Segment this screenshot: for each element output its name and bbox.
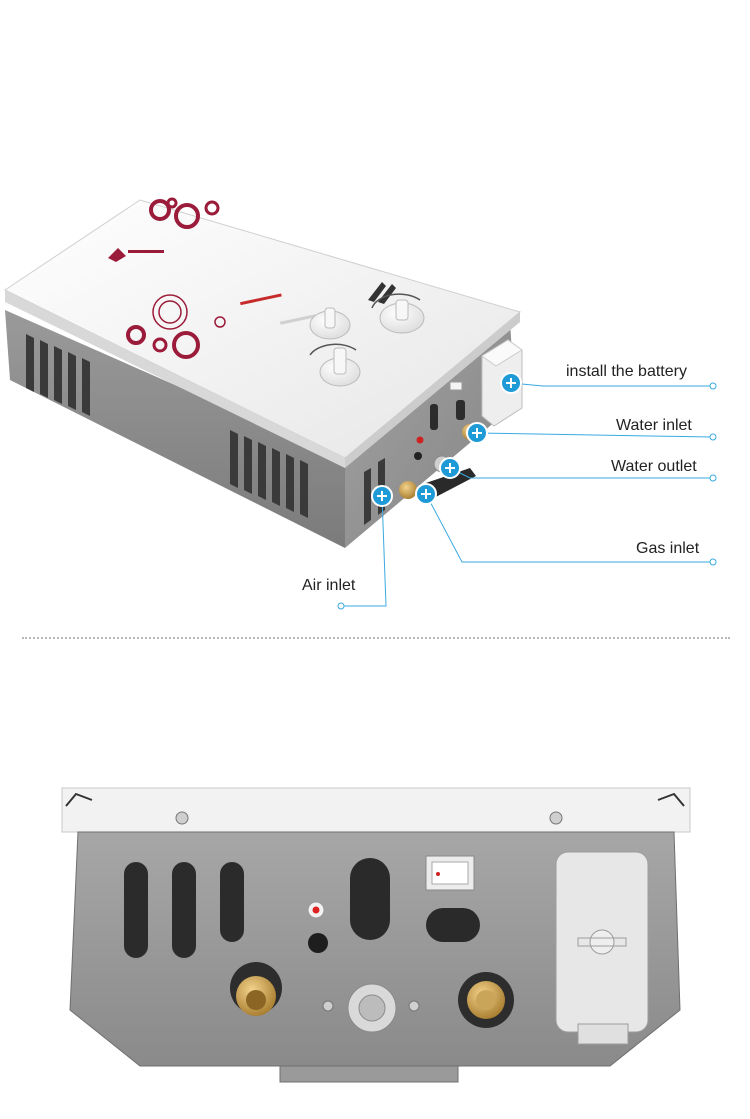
line-end-dot-icon xyxy=(337,382,717,610)
plus-marker-icon xyxy=(371,372,522,507)
water-heater-angled-view xyxy=(4,197,523,548)
water-inlet-callout-label: Water inlet xyxy=(616,417,692,434)
circle-decoration xyxy=(126,197,226,359)
side-vents xyxy=(26,334,308,518)
water-outlet-callout-label: Water outlet xyxy=(611,458,697,475)
air-inlet-callout-label: Air inlet xyxy=(302,577,356,594)
gas-inlet-callout-label: Gas inlet xyxy=(636,540,700,557)
control-knob xyxy=(309,293,425,387)
water-heater-bottom-view xyxy=(61,787,691,1083)
dotted-divider xyxy=(22,637,730,639)
battery-callout-label: install the battery xyxy=(566,363,687,380)
